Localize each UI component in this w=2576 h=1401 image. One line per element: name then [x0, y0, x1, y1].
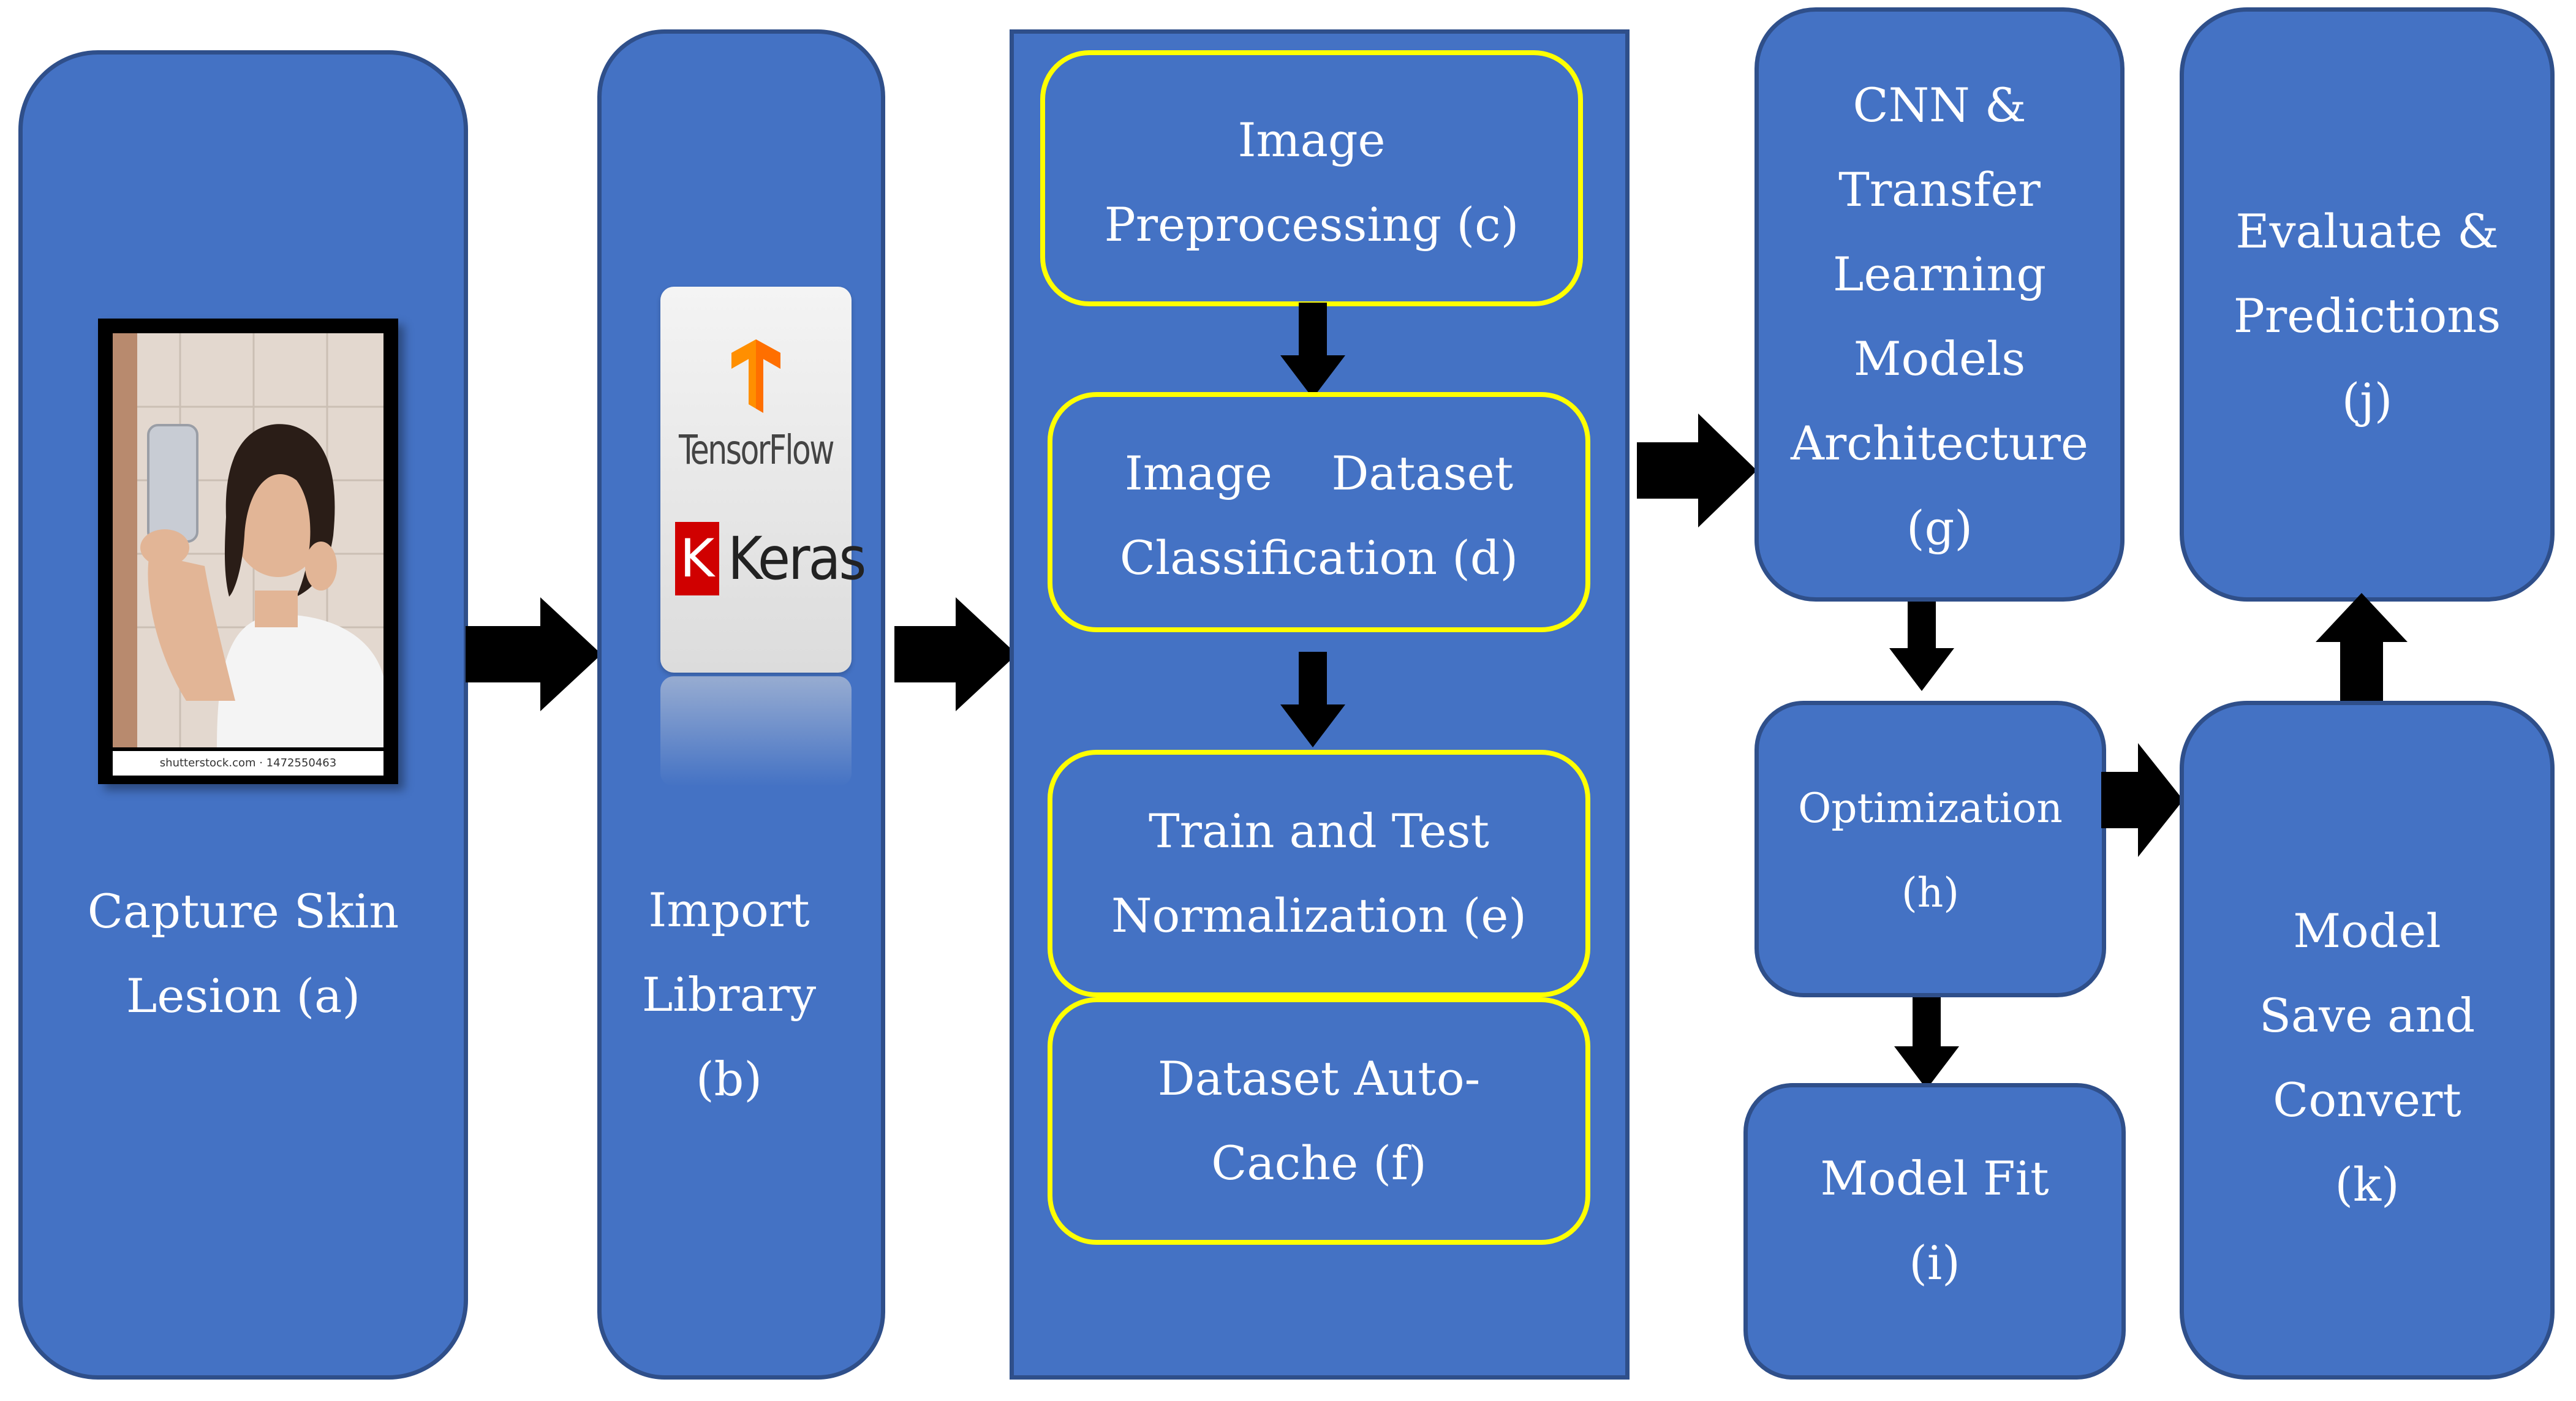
- logo-reflection: [660, 676, 852, 787]
- arrow-c-to-d: [1280, 303, 1345, 398]
- node-label: Capture Skin Lesion (a): [87, 884, 399, 1023]
- node-image-dataset-classification: Image Dataset Classification (d): [1048, 392, 1590, 632]
- arrow-g-to-h: [1889, 602, 1954, 691]
- node-label: Model Fit (i): [1820, 1151, 2049, 1290]
- arrow-h-to-i: [1894, 997, 1959, 1089]
- node-label: Dataset Auto- Cache (f): [1157, 1051, 1481, 1190]
- library-logos: TensorFlow K Keras: [660, 287, 866, 673]
- photo-caption: shutterstock.com · 1472550463: [113, 751, 383, 776]
- arrow-a-to-b: [466, 597, 602, 711]
- keras-logo-icon: K: [675, 522, 719, 595]
- node-label: Image Dataset Classification (d): [1119, 446, 1519, 585]
- selfie-photo: [113, 333, 383, 747]
- node-label: Evaluate & Predictions (j): [2233, 204, 2501, 428]
- node-cnn-transfer-learning: CNN & Transfer Learning Models Architect…: [1754, 7, 2125, 602]
- node-optimization: Optimization (h): [1754, 701, 2106, 997]
- tensorflow-label: TensorFlow: [679, 426, 835, 474]
- arrow-group-to-g: [1637, 414, 1757, 527]
- node-label: CNN & Transfer Learning Models Architect…: [1791, 78, 2088, 555]
- arrow-k-to-j: [2316, 593, 2408, 701]
- node-model-save-convert: Model Save and Convert (k): [2180, 701, 2555, 1380]
- node-image-preprocessing: Image Preprocessing (c): [1040, 50, 1583, 306]
- node-model-fit: Model Fit (i): [1743, 1083, 2126, 1380]
- node-dataset-auto-cache: Dataset Auto- Cache (f): [1048, 997, 1590, 1245]
- node-label: Model Save and Convert (k): [2259, 904, 2476, 1212]
- arrow-b-to-preprocessing-group: [894, 597, 1017, 711]
- arrow-h-to-k: [2101, 743, 2183, 857]
- node-train-test-normalization: Train and Test Normalization (e): [1048, 750, 1590, 997]
- node-label: Train and Test Normalization (e): [1111, 804, 1527, 943]
- keras-label: Keras: [728, 524, 866, 593]
- skin-photo-image: shutterstock.com · 1472550463: [98, 319, 398, 784]
- tensorflow-logo-icon: [731, 339, 780, 413]
- node-label: Import Library (b): [641, 883, 817, 1106]
- node-label: Optimization (h): [1798, 785, 2063, 916]
- node-evaluate-predictions: Evaluate & Predictions (j): [2180, 7, 2555, 602]
- selfie-illustration: [113, 333, 383, 747]
- arrow-d-to-e: [1280, 652, 1345, 747]
- node-label: Image Preprocessing (c): [1104, 113, 1519, 252]
